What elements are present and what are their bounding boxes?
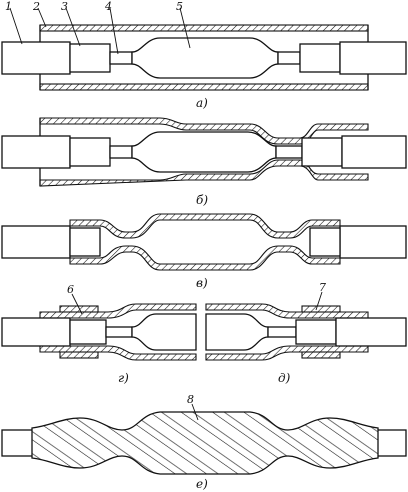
connector-half-right <box>205 313 269 351</box>
sleeve-wall-bottom-b <box>39 159 369 187</box>
sleeve-wall-bottom <box>39 83 369 91</box>
sleeve-wall-top <box>39 24 369 32</box>
part-label-4: 4 <box>104 0 112 13</box>
part-label-3: 3 <box>61 0 68 13</box>
caption-a: а) <box>196 96 208 110</box>
insulation-left-b <box>69 137 111 167</box>
part-label-8: 8 <box>187 393 194 406</box>
insulation-left-c <box>69 227 101 257</box>
insulation-left <box>69 43 111 73</box>
cable-left-c <box>1 225 71 259</box>
insulation-right-d <box>295 319 337 345</box>
conductor-left-d <box>105 326 133 338</box>
tape-7-bottom <box>301 351 341 359</box>
insulation-right <box>299 43 341 73</box>
connector-body-b <box>131 131 277 173</box>
sleeve-wall-top-b <box>39 117 369 145</box>
sleeve-half-left-top <box>39 303 197 319</box>
part-label-2: 2 <box>32 0 40 13</box>
conductor-right-d <box>267 326 297 338</box>
cable-right-d <box>335 317 407 347</box>
cable-right-b <box>341 135 407 169</box>
part-label-6: 6 <box>67 283 74 296</box>
panel-b: б) <box>1 117 407 207</box>
cable-left-b <box>1 135 71 169</box>
insulation-right-b <box>301 137 343 167</box>
tape-7 <box>301 305 341 313</box>
cable-right-c <box>339 225 407 259</box>
cable-left <box>1 41 71 75</box>
panel-d: 6 г) <box>1 283 197 385</box>
panel-a: 1 2 3 4 5 а) <box>1 0 407 110</box>
panel-f: 8 е) <box>1 393 407 491</box>
caption-e: д) <box>278 371 291 385</box>
panel-e: 7 д) <box>205 281 407 385</box>
caption-d: г) <box>118 371 129 385</box>
conductor-right-b <box>275 145 303 159</box>
conductor-left-b <box>109 145 133 159</box>
panel-c: в) <box>1 213 407 290</box>
sleeve-half-left-bottom <box>39 345 197 361</box>
insulation-left-d <box>69 319 107 345</box>
sleeve-half-right-bottom <box>205 345 369 361</box>
sleeve-wall-top-c <box>69 213 341 239</box>
connector-half-left <box>131 313 197 351</box>
conductor-left <box>109 51 133 65</box>
caption-f: е) <box>196 477 208 491</box>
part-label-1: 1 <box>5 0 12 13</box>
sleeve-wall-bottom-c <box>69 245 341 271</box>
cable-right <box>339 41 407 75</box>
tape-6-bottom <box>59 351 99 359</box>
conductor-right <box>277 51 301 65</box>
part-label-7: 7 <box>319 281 326 294</box>
insulation-right-c <box>309 227 341 257</box>
caption-c: в) <box>196 276 208 290</box>
cable-left-d <box>1 317 71 347</box>
part-label-5: 5 <box>176 0 183 13</box>
caption-b: б) <box>196 193 208 207</box>
connector-body <box>131 37 279 79</box>
tape-wrap-8 <box>31 411 379 475</box>
